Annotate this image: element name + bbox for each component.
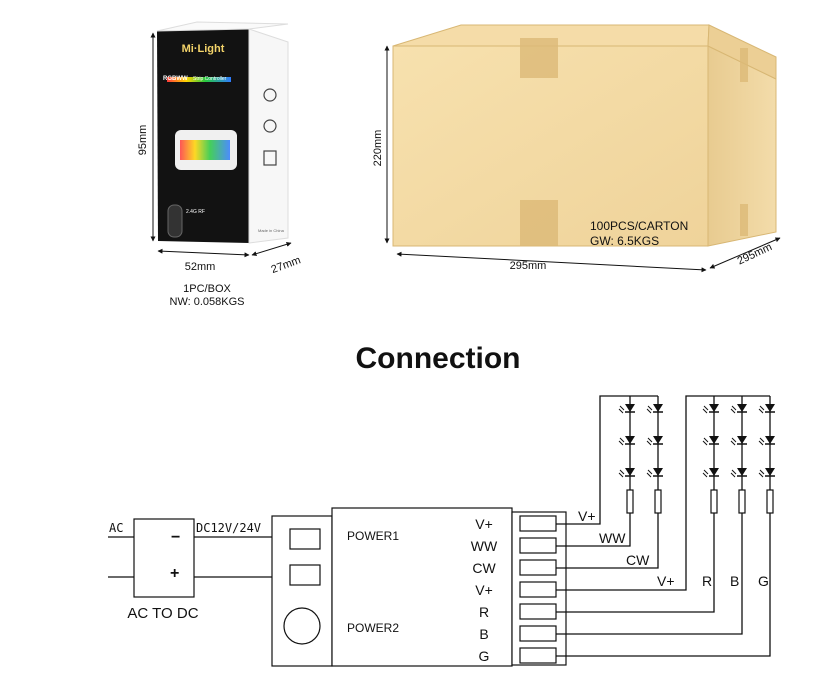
wire-ww: [556, 513, 631, 547]
wire-v2: [556, 395, 770, 591]
power2-socket: [289, 564, 321, 586]
box-made-in: Made in China: [258, 228, 285, 233]
led-icon: [618, 467, 636, 478]
controller-body: [331, 507, 513, 667]
round-connector: [283, 607, 321, 645]
terminal-boxes: [519, 515, 557, 664]
carton-weight: GW: 6.5KGS: [590, 234, 659, 248]
led-icon: [646, 467, 664, 478]
carton-height-label: 220mm: [372, 130, 384, 167]
carton-width-label: 295mm: [510, 260, 547, 272]
power1-socket: [289, 528, 321, 550]
resistor-icon: [654, 489, 662, 514]
terminal-box: [519, 559, 557, 576]
wire-label-cw: CW: [626, 552, 650, 568]
ac-label: AC: [109, 521, 123, 535]
terminal-label-g: G: [479, 648, 490, 664]
ac-dc-converter: [133, 518, 195, 598]
carton-qty: 100PCS/CARTON: [590, 219, 688, 233]
wire-label-v1: V+: [578, 508, 596, 524]
output-wires: [556, 395, 771, 657]
wire-label-g: G: [758, 573, 769, 589]
box-width-label: 52mm: [185, 261, 216, 273]
led-icon: [646, 403, 664, 414]
led-icon: [730, 467, 748, 478]
wire-r: [556, 513, 715, 613]
led-icon: [618, 403, 636, 414]
led-icon: [730, 403, 748, 414]
terminal-label-v1: V+: [475, 516, 493, 532]
box-rgbww-label: RGBWW: [163, 76, 188, 82]
terminal-label-cw: CW: [472, 560, 496, 576]
led-icon: [758, 435, 776, 446]
brand-logo: Mi·Light: [182, 43, 225, 55]
wire-label-r: R: [702, 573, 712, 589]
box-qty: 1PC/BOX: [183, 283, 231, 295]
wire-label-v2: V+: [657, 573, 675, 589]
box-title-label: Strip Controller: [193, 76, 227, 82]
wire-g: [556, 513, 771, 657]
carton-depth-label: 295mm: [736, 241, 774, 267]
minus-sign: −: [171, 529, 180, 546]
terminal-box: [519, 625, 557, 642]
led-icon: [702, 467, 720, 478]
box-weight: NW: 0.058KGS: [170, 296, 245, 308]
section-title: Connection: [356, 342, 521, 375]
led-icon: [646, 435, 664, 446]
product-box: [156, 21, 289, 244]
wire-b: [556, 513, 743, 635]
terminal-label-ww: WW: [471, 538, 498, 554]
plus-sign: +: [170, 565, 179, 582]
wire-label-b: B: [730, 573, 739, 589]
led-icon: [758, 403, 776, 414]
resistor-icon: [766, 489, 774, 514]
box-rf-badge: 2.4G RF: [186, 209, 205, 215]
dc-label: DC12V/24V: [196, 521, 261, 535]
power2-label: POWER2: [347, 621, 399, 635]
wire-label-ww: WW: [599, 530, 626, 546]
resistor-icon: [738, 489, 746, 514]
terminal-box: [519, 537, 557, 554]
led-icon: [702, 403, 720, 414]
box-height-label: 95mm: [137, 125, 149, 156]
terminal-box: [519, 581, 557, 598]
shipping-carton: [392, 24, 777, 247]
wire-v1: [556, 395, 658, 525]
box-depth-label: 27mm: [270, 254, 303, 276]
power1-label: POWER1: [347, 529, 399, 543]
resistor-icon: [710, 489, 718, 514]
terminal-box: [519, 603, 557, 620]
led-icon: [702, 435, 720, 446]
resistor-icon: [626, 489, 634, 514]
led-icon: [730, 435, 748, 446]
terminal-box: [519, 647, 557, 664]
led-icon: [758, 467, 776, 478]
wiring-diagram: [108, 395, 776, 667]
converter-label: AC TO DC: [127, 605, 198, 622]
led-icon: [618, 435, 636, 446]
terminal-label-b: B: [479, 626, 488, 642]
wire-cw: [556, 513, 659, 569]
terminal-box: [519, 515, 557, 532]
terminal-label-r: R: [479, 604, 489, 620]
terminal-label-v2: V+: [475, 582, 493, 598]
led-strings: [618, 396, 776, 514]
